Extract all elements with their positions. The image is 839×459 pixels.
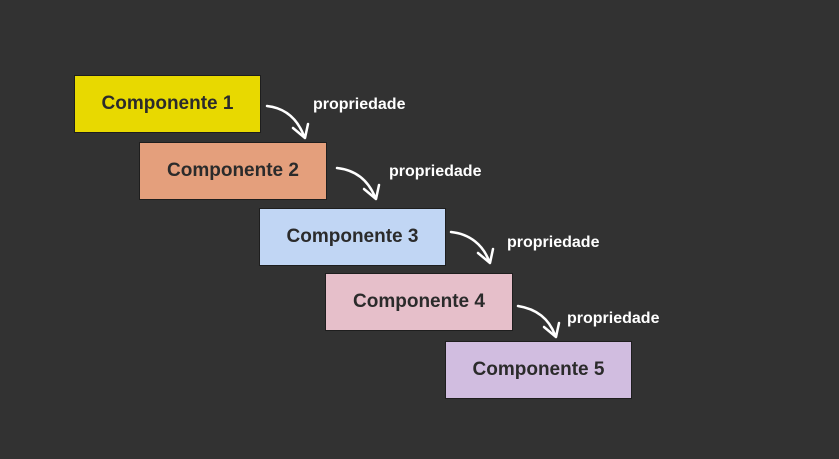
component-1-box: Componente 1 (74, 75, 261, 133)
connector-3-label: propriedade (507, 234, 600, 251)
component-4-box: Componente 4 (325, 273, 513, 331)
component-2-label: Componente 2 (167, 160, 299, 181)
component-5-box: Componente 5 (445, 341, 632, 399)
arrow-3-to-4 (449, 230, 495, 265)
connector-1-label: propriedade (313, 96, 406, 113)
component-2-box: Componente 2 (139, 142, 327, 200)
connector-4-label: propriedade (567, 310, 660, 327)
arrow-4-to-5 (516, 304, 561, 339)
arrow-2-to-3 (335, 166, 381, 201)
arrow-1-to-2 (265, 104, 310, 140)
component-3-label: Componente 3 (286, 226, 419, 247)
component-1-label: Componente 1 (101, 93, 234, 114)
component-4-label: Componente 4 (353, 291, 485, 312)
component-3-box: Componente 3 (259, 208, 446, 266)
connector-2-label: propriedade (389, 163, 482, 180)
component-5-label: Componente 5 (472, 359, 605, 380)
